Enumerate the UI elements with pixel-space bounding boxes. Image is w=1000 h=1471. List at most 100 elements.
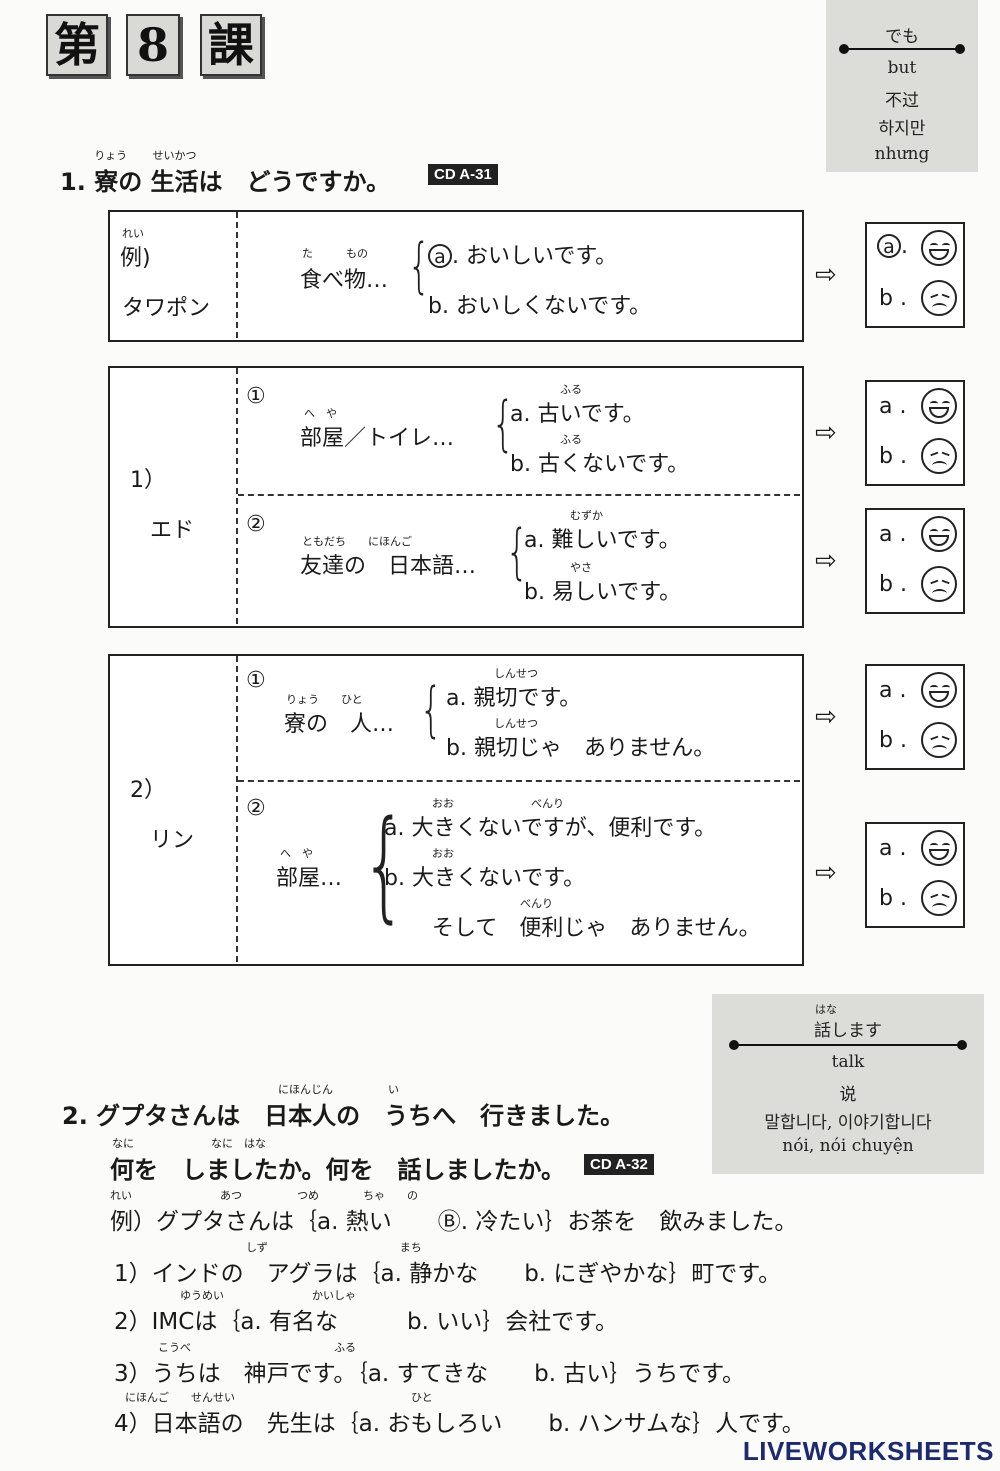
vocab-en: but (887, 58, 917, 78)
q1-item1-brace: { (491, 389, 515, 459)
answer-b[interactable]: b . (879, 444, 907, 469)
arrow-icon: ⇨ (815, 702, 837, 732)
vocab-ko: 말합니다, 이야기합니다 (764, 1113, 932, 1133)
example-answer-a: a. (877, 234, 908, 259)
q2-number: 2） (130, 778, 166, 803)
sad-face-icon (921, 438, 957, 474)
arrow-icon: ⇨ (815, 260, 837, 290)
example-answer-box: a. b . (865, 222, 965, 328)
q2-item1-mark: ① (246, 668, 266, 693)
answer-b[interactable]: b . (879, 728, 907, 753)
q1-box (108, 366, 804, 628)
vocab-divider (729, 1040, 967, 1050)
sad-face-icon (921, 280, 957, 316)
vocab-word: 話しますはな (814, 1003, 882, 1041)
sad-face-icon (921, 880, 957, 916)
sad-face-icon (921, 722, 957, 758)
example-divider (236, 212, 238, 338)
q1-item2-mark: ② (246, 512, 266, 537)
arrow-icon: ⇨ (815, 546, 837, 576)
example-topic: たもの食べ物… (300, 247, 389, 293)
answer-a[interactable]: a . (879, 394, 907, 419)
vocab-divider (839, 44, 965, 54)
answer-a[interactable]: a . (879, 836, 907, 861)
section2-example: れい あつ つめ ちゃ の例）グプタさんは｛a. 熱い Ⓑ. 冷たい｝お茶を 飲… (110, 1189, 798, 1235)
q2-item1-topic: りょう ひと寮の 人… (284, 693, 395, 737)
ruby-seikatsu: 生活せいかつ (150, 149, 199, 196)
q2-row-divider (238, 780, 800, 782)
q2-box (108, 654, 804, 966)
vocab-zh: 说 (839, 1085, 857, 1105)
sad-face-icon (921, 566, 957, 602)
vocab-en: talk (831, 1052, 865, 1072)
liveworksheets-logo: LIVEWORKSHEETS (742, 1436, 994, 1466)
answer-a[interactable]: a . (879, 522, 907, 547)
answer-b[interactable]: b . (879, 572, 907, 597)
section1-number: 1. (60, 168, 86, 196)
section1-title: 1. 寮りょうの 生活せいかつは どうですか。 (60, 149, 391, 196)
example-name: タワポン (122, 296, 211, 321)
vocab-vi: nhưng (874, 144, 930, 164)
q1-item1-topic: へ や部屋／トイレ… (300, 407, 455, 451)
vocab-box-demo: でも but 不过 하지만 nhưng (826, 0, 978, 172)
q1-divider (236, 368, 238, 624)
arrow-icon: ⇨ (815, 418, 837, 448)
happy-face-icon (921, 672, 957, 708)
cd-track-a31[interactable]: CD A-31 (428, 164, 498, 185)
q2-item1-brace: { (419, 675, 443, 745)
example-box (108, 210, 804, 342)
q1-item1-answer-box[interactable]: a . b . (865, 380, 965, 486)
q1-item1-mark: ① (246, 384, 266, 409)
q1-item2-brace: { (505, 517, 529, 587)
vocab-ko: 하지만 (878, 119, 926, 139)
vocab-box-hanashimasu: 話しますはな talk 说 말합니다, 이야기합니다 nói, nói chuy… (712, 994, 984, 1174)
q2-divider (236, 656, 238, 962)
example-label: 例)れい (120, 227, 151, 271)
q2-item2-brace: { (361, 796, 408, 935)
vocab-zh: 不过 (885, 91, 919, 111)
q2-item2-topic: へ や部屋… (276, 847, 343, 891)
lesson-number-badge: 8 (126, 14, 180, 76)
q2-item2-answer-box[interactable]: a . b . (865, 822, 965, 928)
ruby-ryo: 寮りょう (94, 149, 128, 196)
vocab-word: でも (885, 27, 919, 47)
arrow-icon: ⇨ (815, 858, 837, 888)
lesson-dai-badge: 第 (46, 14, 108, 76)
happy-face-icon (921, 830, 957, 866)
q2-name: リン (150, 828, 195, 853)
answer-b[interactable]: b . (879, 886, 907, 911)
answer-a[interactable]: a . (879, 678, 907, 703)
cd-track-a32[interactable]: CD A-32 (584, 1154, 654, 1175)
section2-line2: なに なに はな何を しましたか。何を 話しましたか。 (110, 1137, 566, 1184)
q1-item2-answer-box[interactable]: a . b . (865, 508, 965, 614)
q2-item1-answer-box[interactable]: a . b . (865, 664, 965, 770)
q1-name: エド (150, 518, 195, 543)
happy-face-icon (921, 516, 957, 552)
q2-item2-mark: ② (246, 796, 266, 821)
happy-face-icon (921, 230, 957, 266)
example-answer-b: b . (879, 286, 907, 311)
example-brace: { (407, 231, 431, 301)
lesson-ka-badge: 課 (200, 14, 262, 76)
vocab-vi: nói, nói chuyện (782, 1136, 914, 1156)
q2-item2-option-b-cont: べんりそして 便利じゃ ありません。 (432, 897, 761, 941)
q1-number: 1） (130, 468, 166, 493)
example-option-b: b. おいしくないです。 (428, 294, 652, 319)
q1-row-divider (238, 494, 800, 496)
happy-face-icon (921, 388, 957, 424)
example-option-a: a. おいしいです。 (428, 238, 617, 270)
q1-item2-topic: ともだち にほんご友達の 日本語… (300, 535, 477, 579)
